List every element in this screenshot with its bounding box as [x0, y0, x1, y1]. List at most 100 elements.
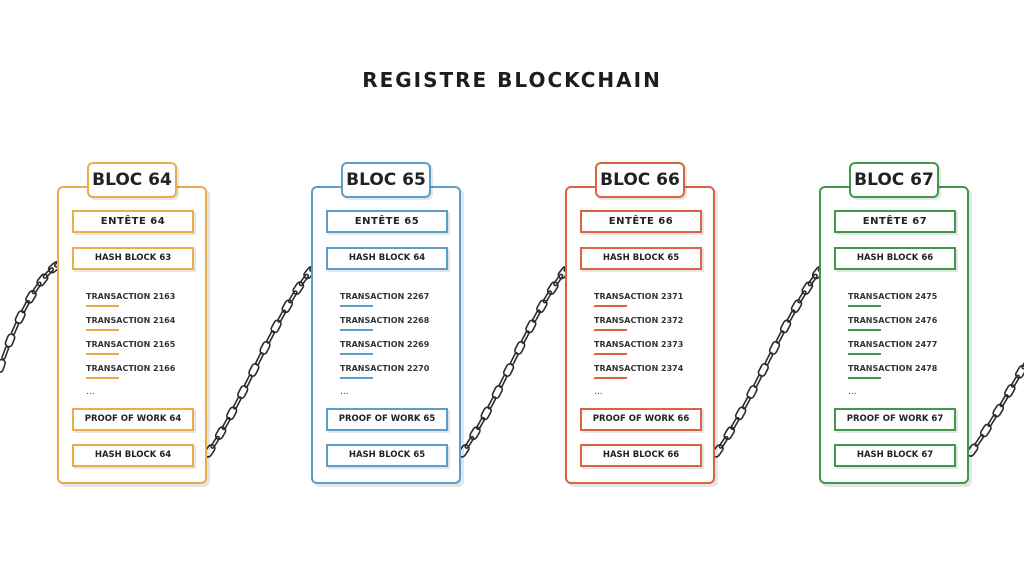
transaction-ellipsis: ... — [848, 387, 857, 397]
transaction-item: TRANSACTION 2476 — [848, 316, 937, 340]
block-label: BLOC 66 — [595, 162, 685, 198]
chain-link — [1021, 356, 1024, 370]
chain-link — [801, 281, 814, 295]
chain-link — [265, 330, 276, 344]
block-hash-box: HASH BLOCK 64 — [72, 444, 194, 467]
transaction-underline — [848, 353, 881, 355]
previous-hash-box: HASH BLOCK 65 — [580, 247, 702, 270]
transaction-ellipsis: ... — [86, 387, 95, 397]
transaction-label: TRANSACTION 2477 — [848, 340, 938, 349]
chain-link — [0, 358, 6, 374]
proof-of-work-box: PROOF OF WORK 67 — [834, 408, 956, 431]
transaction-item: TRANSACTION 2475 — [848, 292, 937, 316]
chain-link — [974, 433, 985, 447]
chain-1 — [203, 254, 327, 458]
block-hash-box: HASH BLOCK 65 — [326, 444, 448, 467]
previous-hash-box: HASH BLOCK 64 — [326, 247, 448, 270]
chain-link — [20, 299, 31, 314]
chain-link — [723, 426, 736, 441]
chain-4 — [966, 356, 1024, 457]
chain-link — [210, 435, 221, 449]
chain-link — [31, 281, 42, 295]
transaction-label: TRANSACTION 2374 — [594, 364, 684, 373]
block-2: BLOC 66 ENTÊTE 66 HASH BLOCK 65 TRANSACTION… — [565, 162, 715, 484]
chain-link — [790, 299, 803, 314]
chain-link — [298, 273, 310, 287]
chain-link — [546, 281, 559, 295]
transaction-underline — [594, 329, 627, 331]
transaction-item: TRANSACTION 2371 — [594, 292, 683, 316]
chain-link — [807, 273, 818, 287]
block-header: ENTÊTE 66 — [580, 210, 702, 233]
transaction-item: TRANSACTION 2270 — [340, 364, 429, 388]
chain-link — [734, 406, 747, 421]
block-header: ENTÊTE 67 — [834, 210, 956, 233]
transaction-item: TRANSACTION 2374 — [594, 364, 683, 388]
chain-link — [741, 396, 752, 410]
chain-link — [232, 396, 242, 410]
proof-of-work-box: PROOF OF WORK 65 — [326, 408, 448, 431]
block-hash-box: HASH BLOCK 67 — [834, 444, 956, 467]
transaction-label: TRANSACTION 2475 — [848, 292, 938, 301]
chain-2 — [457, 254, 581, 458]
transaction-ellipsis: ... — [340, 387, 349, 397]
chain-link — [214, 426, 227, 441]
chain-link — [480, 406, 492, 421]
transaction-underline — [594, 305, 627, 307]
chain-link — [797, 290, 807, 304]
chain-link — [718, 435, 729, 449]
chain-link — [999, 394, 1009, 408]
transaction-item: TRANSACTION 2269 — [340, 340, 429, 364]
proof-of-work-box: PROOF OF WORK 64 — [72, 408, 194, 431]
transaction-label: TRANSACTION 2476 — [848, 316, 938, 325]
transaction-underline — [340, 329, 373, 331]
chain-link — [536, 299, 548, 314]
transaction-item: TRANSACTION 2268 — [340, 316, 429, 340]
transaction-label: TRANSACTION 2269 — [340, 340, 430, 349]
transaction-ellipsis: ... — [594, 387, 603, 397]
proof-of-work-box: PROOF OF WORK 66 — [580, 408, 702, 431]
previous-hash-box: HASH BLOCK 63 — [72, 247, 194, 270]
transaction-item: TRANSACTION 2372 — [594, 316, 683, 340]
chain-link — [281, 299, 294, 314]
transaction-underline — [86, 305, 119, 307]
chain-link — [475, 416, 486, 431]
transaction-item: TRANSACTION 2267 — [340, 292, 429, 316]
chain-link — [775, 330, 785, 344]
transaction-item: TRANSACTION 2163 — [86, 292, 175, 316]
chain-link — [553, 273, 564, 287]
transaction-label: TRANSACTION 2166 — [86, 364, 176, 373]
chain-link — [779, 319, 792, 334]
chain-link — [42, 267, 55, 280]
transaction-label: TRANSACTION 2478 — [848, 364, 938, 373]
chain-link — [14, 310, 26, 325]
transaction-underline — [848, 305, 881, 307]
chain-link — [25, 289, 37, 304]
chain-link — [525, 319, 537, 334]
transaction-label: TRANSACTION 2268 — [340, 316, 430, 325]
previous-hash-box: HASH BLOCK 66 — [834, 247, 956, 270]
chain-link — [520, 330, 530, 344]
transaction-label: TRANSACTION 2165 — [86, 340, 176, 349]
block-label: BLOC 65 — [341, 162, 431, 198]
transaction-label: TRANSACTION 2372 — [594, 316, 684, 325]
transaction-label: TRANSACTION 2270 — [340, 364, 430, 373]
chain-link — [1010, 374, 1021, 388]
transaction-underline — [594, 353, 627, 355]
block-label: BLOC 64 — [87, 162, 177, 198]
diagram-title: REGISTRE BLOCKCHAIN — [362, 68, 662, 92]
chain-link — [730, 416, 740, 431]
chain-link — [531, 309, 542, 323]
chain-link — [1004, 383, 1016, 398]
transaction-item: TRANSACTION 2478 — [848, 364, 937, 388]
chain-link — [992, 403, 1005, 418]
chain-link — [276, 309, 287, 323]
chain-link — [287, 290, 298, 304]
transaction-underline — [86, 353, 119, 355]
transaction-label: TRANSACTION 2373 — [594, 340, 684, 349]
